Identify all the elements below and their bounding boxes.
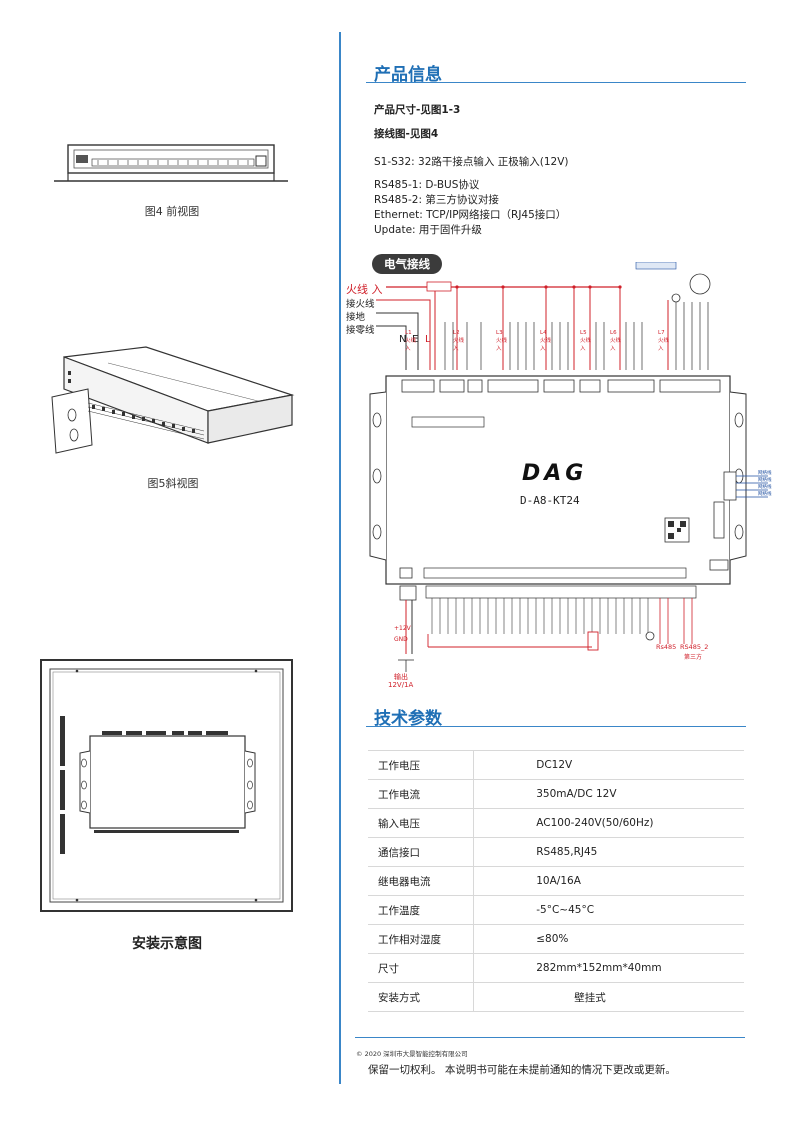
spec-value: 350mA/DC 12V <box>473 779 744 809</box>
spec-key: 输入电压 <box>368 808 474 838</box>
update-line: Update: 用于固件升级 <box>374 224 482 236</box>
rs485-label: Rs485 <box>656 643 677 651</box>
dag-logo: DAG <box>522 461 588 486</box>
rs485-2-line: RS485-2: 第三方协议对接 <box>374 194 499 206</box>
neutral-label: 接零线 <box>346 325 375 336</box>
ethernet-line: Ethernet: TCP/IP网络接口（RJ45接口） <box>374 209 567 221</box>
relay-label-l5: L5 火线入 <box>580 330 592 352</box>
table-row: 安装方式壁挂式 <box>368 982 744 1012</box>
oblique-view-figure <box>51 346 295 454</box>
spec-value: AC100-240V(50/60Hz) <box>473 808 744 838</box>
spec-value: 10A/16A <box>473 866 744 896</box>
third-party-label: 第三方 <box>684 654 703 661</box>
relay-label-l6: L6 火线入 <box>610 330 622 352</box>
rj45-label-3: 网络线 <box>758 485 772 490</box>
spec-rule <box>366 726 746 727</box>
spec-key: 工作温度 <box>368 895 474 925</box>
spec-value: 壁挂式 <box>473 982 744 1012</box>
relay-label-l7: L7 火线入 <box>658 330 670 352</box>
spec-key: 尺寸 <box>368 953 474 983</box>
rj45-label-2: 网络线 <box>758 478 772 483</box>
output-label: 输出 <box>394 673 408 681</box>
spec-key: 工作电压 <box>368 750 474 780</box>
n-label: N <box>399 334 407 345</box>
e-label: E <box>412 334 419 345</box>
spec-key: 工作电流 <box>368 779 474 809</box>
spec-key: 安装方式 <box>368 982 474 1012</box>
spec-key: 继电器电流 <box>368 866 474 896</box>
size-ref: 产品尺寸-见图1-3 <box>374 104 461 116</box>
spec-key: 工作相对湿度 <box>368 924 474 954</box>
input-line: S1-S32: 32路干接点输入 正极输入(12V) <box>374 156 569 168</box>
notice: 保留一切权利。 本说明书可能在未提前通知的情况下更改或更新。 <box>368 1064 676 1076</box>
ground-label: 接地 <box>346 312 366 323</box>
spec-title: 技术参数 <box>374 709 442 729</box>
wiring-ref: 接线图-见图4 <box>374 128 439 140</box>
relay-label-l4: L4 火线入 <box>540 330 552 352</box>
l-label: L <box>425 334 431 345</box>
live-in-label: 火线 入 <box>346 283 383 296</box>
gnd-label: GND <box>394 636 408 643</box>
front-view-figure <box>54 144 288 182</box>
product-info-rule <box>366 82 746 83</box>
model-label: D-A8-KT24 <box>520 494 580 507</box>
install-caption: 安装示意图 <box>132 936 202 952</box>
install-figure <box>40 659 293 912</box>
live-label: 接火线 <box>346 299 375 310</box>
table-row: 工作温度-5°C~45°C <box>368 895 744 925</box>
spec-value: -5°C~45°C <box>473 895 744 925</box>
relay-label-l2: L2 火线入 <box>453 330 465 352</box>
wiring-title: 电气接线 <box>372 254 442 274</box>
rj45-label-1: 网络线 <box>758 471 772 476</box>
rs485-1-line: RS485-1: D-BUS协议 <box>374 179 480 191</box>
column-divider <box>339 32 341 1084</box>
spec-value: 282mm*152mm*40mm <box>473 953 744 983</box>
relay-label-l3: L3 火线入 <box>496 330 508 352</box>
spec-value: DC12V <box>473 750 744 780</box>
wiring-diagram <box>369 262 768 672</box>
rs485-2-label: RS485_2 <box>680 643 709 651</box>
spec-key: 通信接口 <box>368 837 474 867</box>
spec-value: RS485,RJ45 <box>473 837 744 867</box>
plus12v-label: +12V <box>394 625 411 632</box>
copyright: © 2020 深圳市大景智能控制有限公司 <box>356 1050 468 1058</box>
front-view-caption: 图4 前视图 <box>144 205 200 218</box>
footer-rule <box>355 1037 745 1038</box>
spec-value: ≤80% <box>473 924 744 954</box>
table-row: 工作相对湿度≤80% <box>368 924 744 954</box>
output-spec: 12V/1A <box>388 681 414 689</box>
product-info-title: 产品信息 <box>374 65 442 85</box>
relay-label-l1: L1 火线入 <box>405 330 417 352</box>
oblique-view-caption: 图5斜视图 <box>147 477 199 490</box>
rj45-label-4: 网络线 <box>758 492 772 497</box>
